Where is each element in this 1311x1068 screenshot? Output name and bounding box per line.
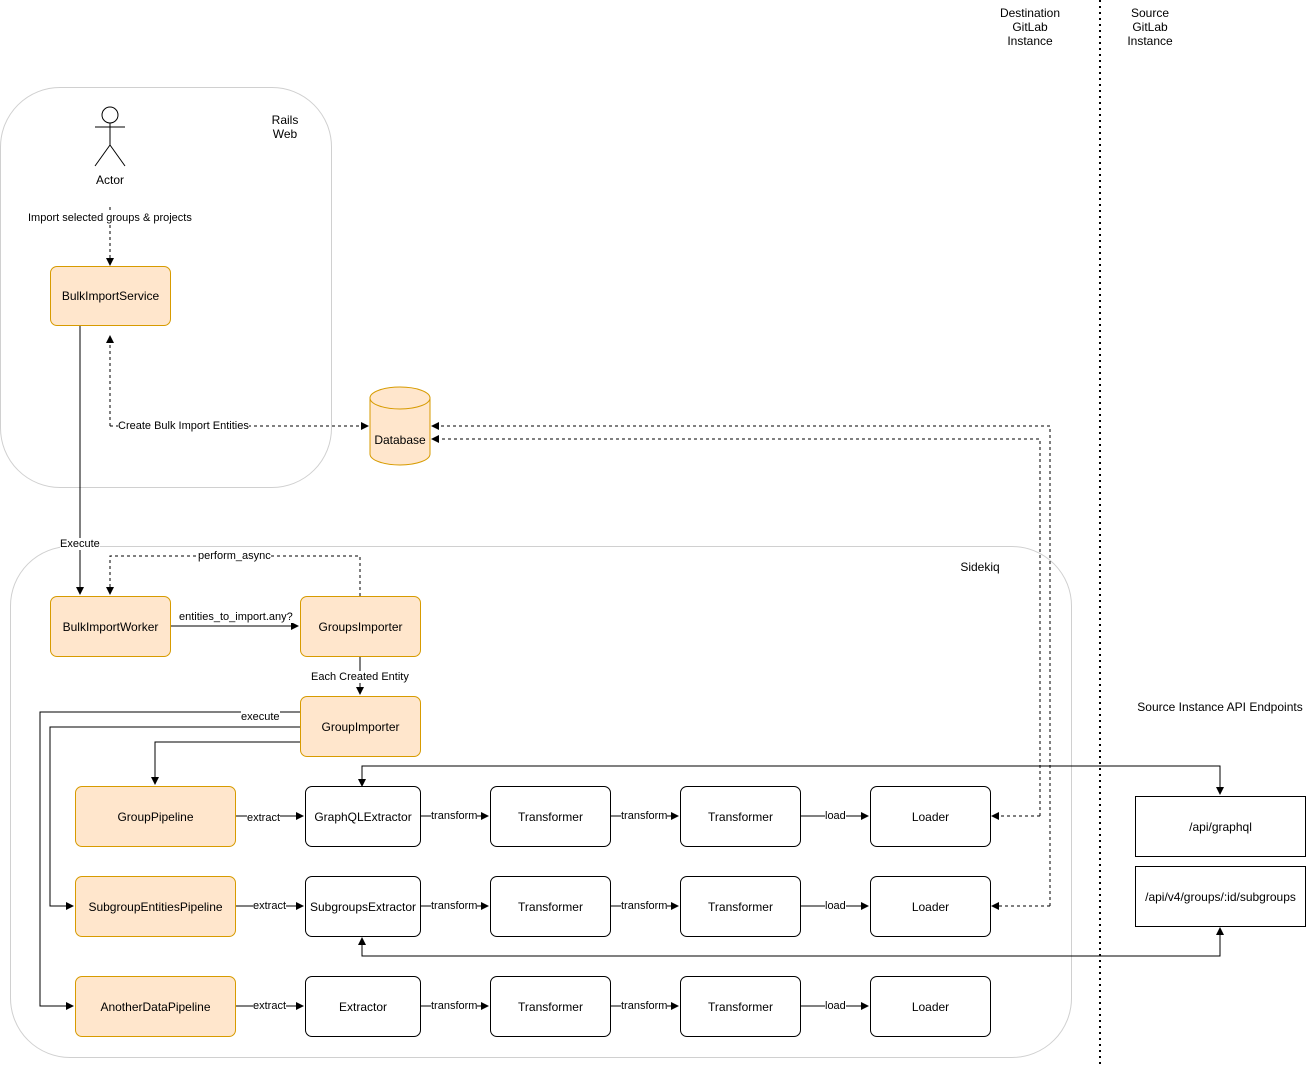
edge-label-extract: extract — [247, 812, 281, 824]
api-subgroups-node[interactable]: /api/v4/groups/:id/subgroups — [1135, 866, 1306, 927]
destination-header: Destination GitLab Instance — [999, 6, 1061, 48]
subgroup-entities-pipeline-node[interactable]: SubgroupEntitiesPipeline — [75, 876, 236, 937]
edge-label-extract: extract — [253, 900, 287, 912]
transformer-node[interactable]: Transformer — [490, 876, 611, 937]
edge-label-import-selected: Import selected groups & projects — [28, 212, 192, 224]
actor-label: Actor — [95, 173, 124, 187]
edge-label-transform: transform — [621, 810, 668, 822]
edge-label-create-entities: Create Bulk Import Entities — [118, 420, 249, 432]
transformer-node[interactable]: Transformer — [490, 976, 611, 1037]
sidekiq-label: Sidekiq — [960, 560, 1000, 574]
graphql-extractor-node[interactable]: GraphQLExtractor — [305, 786, 421, 847]
groups-importer-node[interactable]: GroupsImporter — [300, 596, 421, 657]
edge-loader1-db — [431, 435, 1041, 816]
edge-perform-async — [106, 555, 361, 596]
group-importer-node[interactable]: GroupImporter — [300, 696, 421, 757]
subgroups-extractor-node[interactable]: SubgroupsExtractor — [305, 876, 421, 937]
edge-execute-another — [39, 711, 300, 1010]
transformer-node[interactable]: Transformer — [490, 786, 611, 847]
transformer-node[interactable]: Transformer — [680, 786, 801, 847]
edge-label-perform-async: perform_async — [198, 550, 271, 562]
edge-loader2-db — [431, 422, 1051, 906]
edge-label-execute: Execute — [60, 538, 100, 550]
another-data-pipeline-node[interactable]: AnotherDataPipeline — [75, 976, 236, 1037]
edge-execute-group — [151, 741, 300, 785]
edge-label-transform: transform — [431, 1000, 478, 1012]
loader-node[interactable]: Loader — [870, 876, 991, 937]
edge-label-transform: transform — [621, 900, 668, 912]
edge-label-transform: transform — [621, 1000, 668, 1012]
loader-node[interactable]: Loader — [870, 786, 991, 847]
edge-label-load: load — [825, 810, 846, 822]
edge-label-entities-any: entities_to_import.any? — [179, 611, 293, 623]
edge-execute-subgroup — [49, 726, 300, 910]
bulk-import-service-node[interactable]: BulkImportService — [50, 266, 171, 326]
edge-label-extract: extract — [253, 1000, 287, 1012]
transformer-node[interactable]: Transformer — [680, 876, 801, 937]
group-pipeline-node[interactable]: GroupPipeline — [75, 786, 236, 847]
edge-label-each-created: Each Created Entity — [311, 671, 409, 683]
edge-label-load: load — [825, 900, 846, 912]
api-graphql-node[interactable]: /api/graphql — [1135, 796, 1306, 857]
loader-node[interactable]: Loader — [870, 976, 991, 1037]
rails-web-label: Rails Web — [271, 113, 299, 141]
edge-label-transform: transform — [431, 900, 478, 912]
database-cylinder — [369, 386, 431, 466]
actor-figure — [94, 106, 126, 167]
database-label: Database — [374, 433, 426, 447]
transformer-node[interactable]: Transformer — [680, 976, 801, 1037]
edge-label-load: load — [825, 1000, 846, 1012]
api-endpoints-header: Source Instance API Endpoints — [1137, 700, 1303, 714]
edge-label-execute-lower: execute — [241, 711, 280, 723]
source-header: Source GitLab Instance — [1127, 6, 1173, 48]
extractor-node[interactable]: Extractor — [305, 976, 421, 1037]
bulk-import-worker-node[interactable]: BulkImportWorker — [50, 596, 171, 657]
edge-label-transform: transform — [431, 810, 478, 822]
